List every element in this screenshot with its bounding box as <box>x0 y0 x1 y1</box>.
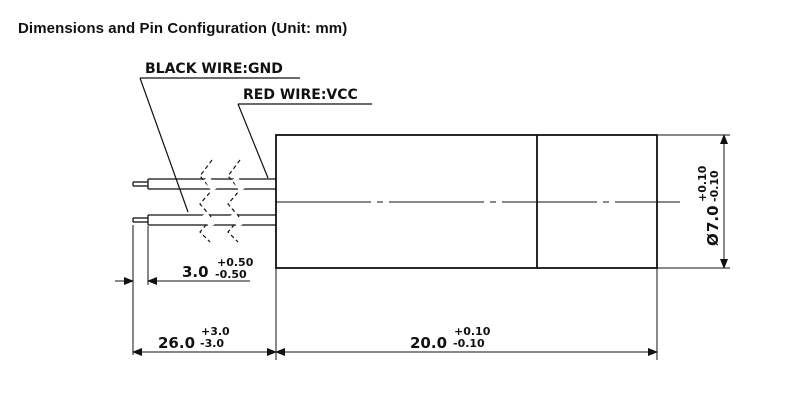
lead-dim-tol-plus: +3.0 <box>201 325 230 338</box>
black-wire-label: BLACK WIRE:GND <box>145 61 283 77</box>
red-wire-label: RED WIRE:VCC <box>243 87 358 103</box>
diameter-dim-label: Ø 7.0 +0.10 -0.10 <box>696 165 722 246</box>
wire-upper <box>132 178 276 190</box>
wire-break-marks <box>199 159 241 243</box>
wire-break-gap <box>202 176 245 228</box>
diameter-dim-tol-plus: +0.10 <box>696 165 709 202</box>
lead-dim-value: 26.0 <box>158 334 195 352</box>
red-wire-leader <box>237 103 269 179</box>
diameter-dim-value: 7.0 <box>704 205 722 232</box>
body-dim-tol-minus: -0.10 <box>453 337 485 350</box>
strip-dim-tol-plus: +0.50 <box>217 256 254 269</box>
body-dim-value: 20.0 <box>410 334 447 352</box>
diameter-dim-tol-minus: -0.10 <box>708 170 721 202</box>
strip-dim-value: 3.0 <box>182 263 209 281</box>
diameter-symbol: Ø <box>704 233 722 246</box>
lead-dim-tol-minus: -3.0 <box>200 337 224 350</box>
strip-dim-tol-minus: -0.50 <box>215 268 247 281</box>
black-wire-leader <box>139 77 189 213</box>
sensor-body <box>275 134 680 269</box>
body-dim-tol-plus: +0.10 <box>454 325 491 338</box>
page-title: Dimensions and Pin Configuration (Unit: … <box>18 20 348 37</box>
